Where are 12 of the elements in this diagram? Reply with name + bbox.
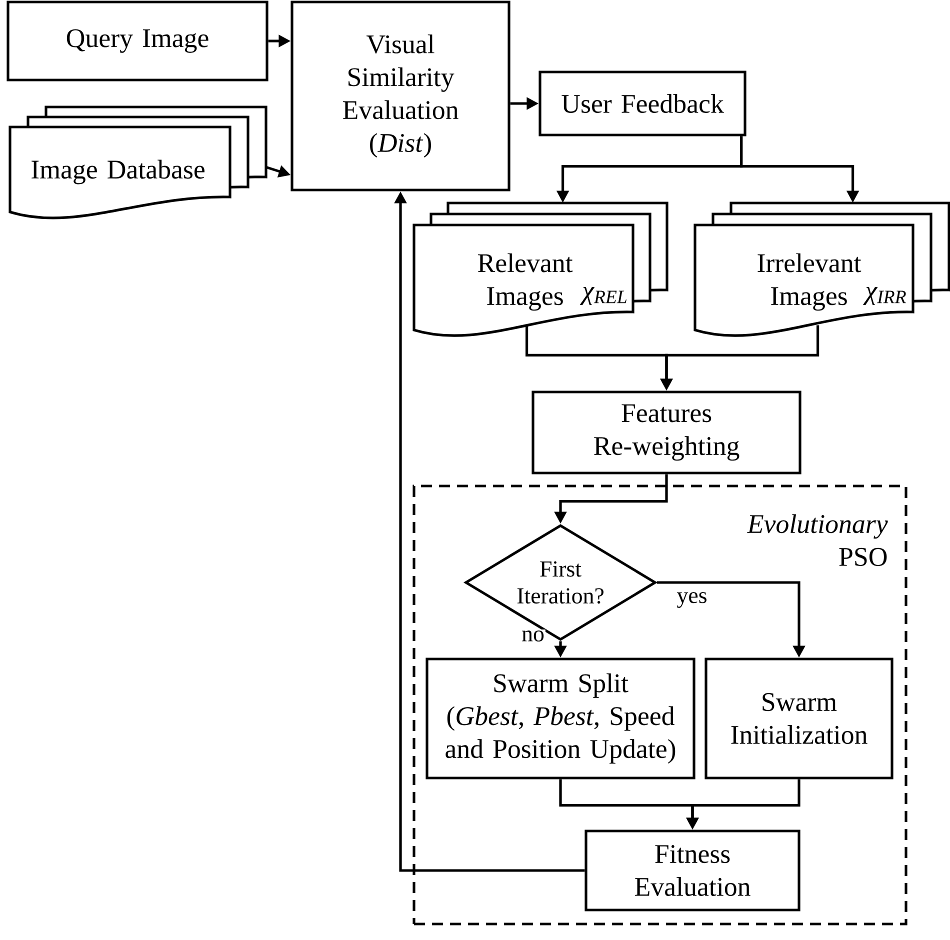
process-box: Visual Similarity Evaluation (Dist) [290, 0, 510, 192]
process-box: User Feedback [538, 70, 746, 136]
edge-label: no [520, 630, 546, 642]
process-box: Features Re-weighting [532, 390, 802, 474]
process-box: Swarm Split (Gbest, Pbest, Speed and Position Update) [426, 658, 696, 780]
document-stack: Image Database [8, 106, 268, 220]
document-stack: Relevant Images χ$_{REL}$ [412, 202, 668, 337]
process-box: Query Image [6, 0, 268, 82]
process-box: Fitness Evaluation [584, 830, 800, 912]
process-box: Swarm Initialization [704, 658, 894, 780]
document-stack: Irrelevant Images χ$_{IRR}$ [694, 202, 950, 337]
edge-label: yes [676, 591, 708, 609]
